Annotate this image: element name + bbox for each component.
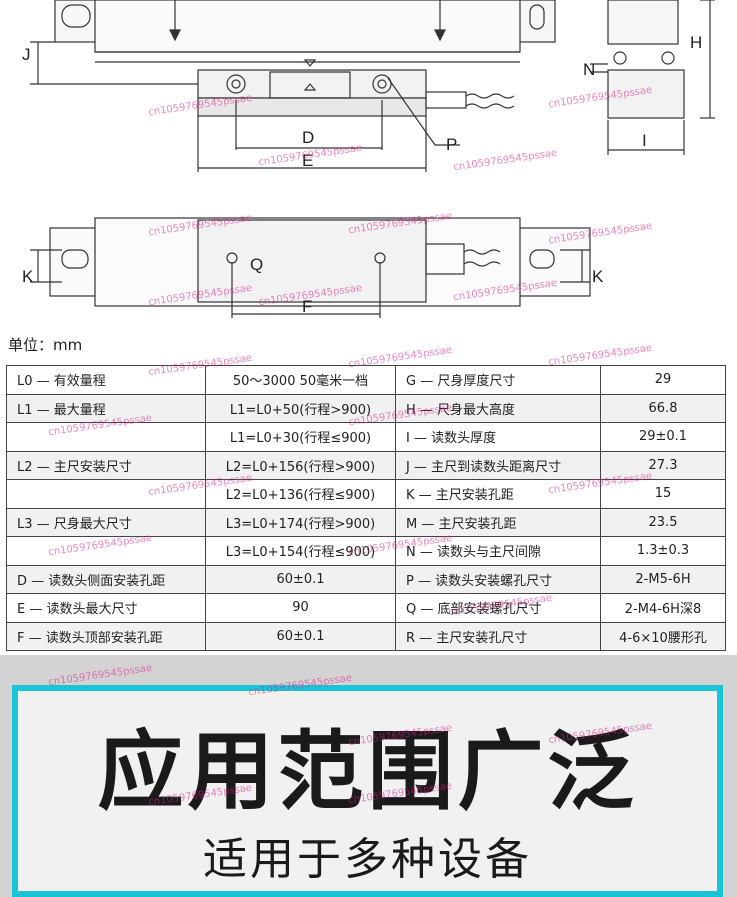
table-cell: E — 读数头最大尺寸 <box>6 593 206 623</box>
table-cell: 23.5 <box>600 507 726 537</box>
label-E: E <box>302 151 313 170</box>
table-cell: Q — 底部安装螺孔尺寸 <box>395 593 601 623</box>
table-cell: I — 读数头厚度 <box>395 422 601 452</box>
label-F: F <box>302 297 312 316</box>
table-cell <box>6 479 206 509</box>
label-K-left: K <box>22 267 34 286</box>
banner-frame: 应用范围广泛 适用于多种设备 <box>12 685 723 897</box>
technical-drawing: J D E P H N I K Q F K <box>22 0 715 318</box>
table-cell: L1 — 最大量程 <box>6 393 206 423</box>
table-cell: 60±0.1 <box>205 564 396 594</box>
label-H: H <box>690 33 702 52</box>
table-cell: R — 主尺安装孔尺寸 <box>395 621 601 651</box>
table-cell: 29 <box>600 365 726 395</box>
table-cell: 2-M5-6H <box>600 564 726 594</box>
table-cell: L0 — 有效量程 <box>6 365 206 395</box>
banner-title: 应用范围广泛 <box>97 722 638 822</box>
table-cell <box>6 536 206 566</box>
table-cell <box>6 422 206 452</box>
table-cell: 29±0.1 <box>600 422 726 452</box>
table-cell: 2-M4-6H深8 <box>600 593 726 623</box>
label-K-right: K <box>592 267 604 286</box>
scale-body-side <box>607 0 679 45</box>
table-cell: L2=L0+156(行程>900) <box>205 450 396 480</box>
label-Q: Q <box>250 255 263 274</box>
table-cell: G — 尺身厚度尺寸 <box>395 365 601 395</box>
label-I: I <box>642 131 647 150</box>
table-cell: L1=L0+30(行程≤900) <box>205 422 396 452</box>
table-cell: H — 尺身最大高度 <box>395 393 601 423</box>
label-P: P <box>446 135 457 154</box>
label-J: J <box>22 45 31 64</box>
table-cell: 1.3±0.3 <box>600 536 726 566</box>
label-D: D <box>302 128 314 147</box>
label-N: N <box>583 60 595 79</box>
table-cell: L3 — 尺身最大尺寸 <box>6 507 206 537</box>
banner-subtitle: 适用于多种设备 <box>203 834 532 885</box>
table-cell: L2=L0+136(行程≤900) <box>205 479 396 509</box>
table-cell: D — 读数头侧面安装孔距 <box>6 564 206 594</box>
table-cell: 60±0.1 <box>205 621 396 651</box>
table-cell: M — 主尺安装孔距 <box>395 507 601 537</box>
table-cell: J — 主尺到读数头距离尺寸 <box>395 450 601 480</box>
table-cell: 50～3000 50毫米一档 <box>205 365 396 395</box>
feature-banner: 应用范围广泛 适用于多种设备 <box>0 655 737 897</box>
table-cell: L3=L0+174(行程>900) <box>205 507 396 537</box>
table-cell: F — 读数头顶部安装孔距 <box>6 621 206 651</box>
table-cell: 4-6×10腰形孔 <box>600 621 726 651</box>
table-cell: L2 — 主尺安装尺寸 <box>6 450 206 480</box>
unit-label: 单位：mm <box>8 336 83 354</box>
table-cell: P — 读数头安装螺孔尺寸 <box>395 564 601 594</box>
table-cell: 27.3 <box>600 450 726 480</box>
table-cell: 66.8 <box>600 393 726 423</box>
table-cell: 90 <box>205 593 396 623</box>
